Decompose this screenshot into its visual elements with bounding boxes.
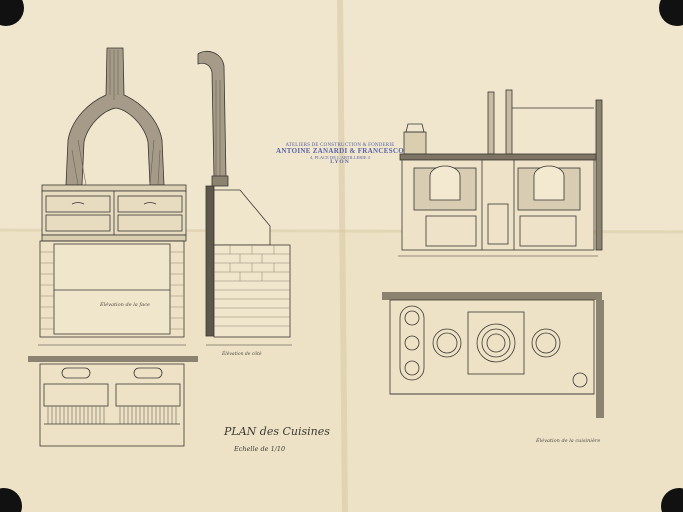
front-elevation-stove [38,184,187,346]
stamp-line-1: ATELIERS DE CONSTRUCTION & FONDERIE [285,143,395,148]
corner-pin-top-right [659,0,683,26]
plan-scale: Echelle de 1/10 [234,445,286,453]
range-plan [382,292,604,418]
label-elevation-side: Élévation de côté [222,352,262,357]
stamp-line-4: LYON [330,159,350,166]
corner-pin-bottom-right [661,488,683,512]
label-elevation-front: Élévation de la face [100,302,150,308]
stamp-line-2: ANTOINE ZANARDI & FRANCESCO [276,147,404,156]
plan-title: PLAN des Cuisines [224,425,330,438]
label-elevation-main: Élévation de la cuisinière [536,438,601,444]
stamp-line-3: 4, PLACE DE L'ARTILLERIE 4 [310,154,370,160]
range-elevation [398,89,603,257]
plan-left [28,356,198,447]
manufacturer-stamp: ATELIERS DE CONSTRUCTION & FONDERIE ANTO… [270,143,410,166]
corner-pin-bottom-left [0,488,22,512]
side-elevation [197,50,292,346]
front-elevation-flue [65,47,165,186]
corner-pin-top-left [0,0,24,26]
